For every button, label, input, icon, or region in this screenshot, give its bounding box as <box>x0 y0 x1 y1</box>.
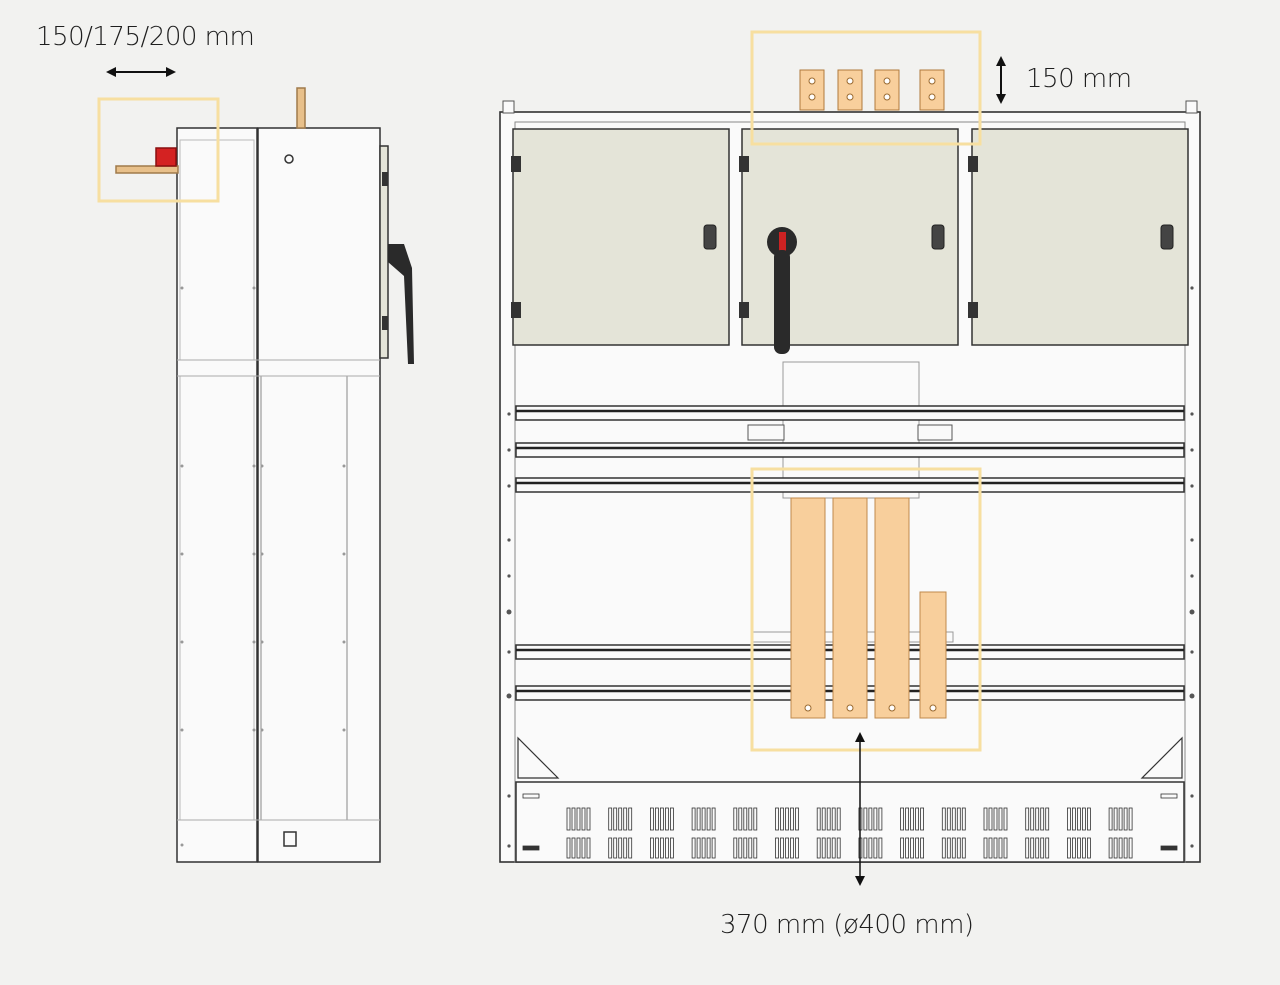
vent-group <box>816 807 841 859</box>
vent-group <box>691 807 716 859</box>
corner-gussets <box>517 736 1183 779</box>
bottom-clearance-label: 370 mm (ø400 mm) <box>720 910 974 940</box>
top-busbar-terminals <box>799 69 945 111</box>
side-panel-right <box>257 127 381 863</box>
vent-group <box>983 807 1008 859</box>
vent-end-slot <box>522 845 540 851</box>
side-view-cabinet <box>115 87 389 863</box>
top-height-label: 150 mm <box>1026 64 1132 94</box>
front-doors <box>512 128 1189 346</box>
vent-end-slot <box>522 793 540 799</box>
side-busbar-rod <box>296 87 306 129</box>
vent-group <box>941 807 966 859</box>
bottom-busbars <box>790 497 947 719</box>
vent-group <box>608 807 633 859</box>
side-width-label: 150/175/200 mm <box>36 22 255 52</box>
front-view-cabinet <box>499 69 1201 863</box>
vent-end-slot <box>1160 793 1178 799</box>
door-right <box>971 128 1189 346</box>
vent-group <box>566 807 591 859</box>
bottom-terminal-holes <box>804 704 937 712</box>
door-left <box>512 128 730 346</box>
vent-group <box>733 807 758 859</box>
top-highlight-box <box>750 30 982 146</box>
vent-group <box>1108 807 1133 859</box>
vent-group <box>1067 807 1091 859</box>
bottom-highlight-box <box>750 467 982 752</box>
vent-group <box>900 807 924 859</box>
side-handle <box>382 172 414 364</box>
main-handle <box>767 227 797 354</box>
side-panel-left <box>176 127 258 863</box>
frame-rivets <box>506 286 1195 848</box>
vent-group <box>1025 807 1050 859</box>
vent-end-slot <box>1160 845 1178 851</box>
door-hinges <box>511 156 978 318</box>
side-highlight-box <box>97 97 220 203</box>
vent-groups <box>522 793 1178 859</box>
side-busbar <box>115 165 179 174</box>
vent-group <box>775 807 799 859</box>
door-locks <box>703 224 1174 250</box>
vent-group <box>650 807 674 859</box>
top-terminal-holes <box>808 77 936 101</box>
rail-edges <box>516 409 1184 693</box>
side-red-terminal <box>155 147 177 167</box>
side-rivets <box>180 286 346 847</box>
